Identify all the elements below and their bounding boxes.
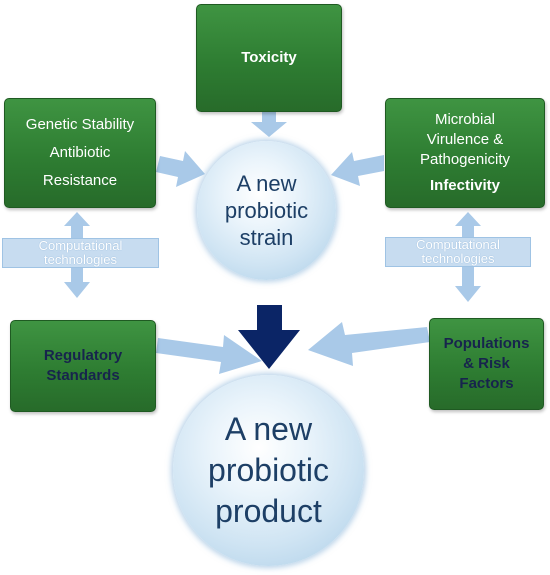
technologies-label: technologies [44,252,117,267]
pathogenicity-label: Pathogenicity [419,151,511,168]
standards-label: Standards [46,367,120,384]
genetic-stability-label: Genetic Stability [25,116,135,133]
risk-label: & Risk [463,355,510,372]
microbial-label: Microbial [434,111,495,128]
new-probiotic-product-circle: A new probiotic product [173,375,364,566]
strain-line-1: A new [236,171,297,196]
arrow-regulatory-to-product [156,335,262,374]
product-line-1: A new [224,411,313,447]
populations-label: Populations [443,335,530,352]
arrow-toxicity-to-strain [251,112,287,137]
strain-line-3: strain [239,225,294,250]
technologies-label: technologies [421,251,495,266]
antibiotic-label: Antibiotic [49,144,111,161]
toxicity-label: Toxicity [241,49,297,66]
regulatory-label: Regulatory [43,347,123,364]
virulence-label: Virulence & [426,131,504,148]
computational-technologies-bar-right: Computational technologies [385,237,531,267]
computational-technologies-bar-left: Computational technologies [2,238,159,268]
factors-label: Factors [459,375,514,392]
infectivity-label: Infectivity [429,177,501,194]
computational-label: Computational [416,237,500,252]
resistance-label: Resistance [42,172,118,189]
microbial-virulence-box: Microbial Virulence & Pathogenicity Infe… [385,98,545,208]
arrow-genetic-to-strain [156,151,205,187]
toxicity-box: Toxicity [196,4,342,112]
populations-risk-box: Populations & Risk Factors [429,318,544,410]
arrow-microbial-to-strain [331,152,384,186]
computational-label: Computational [38,238,123,253]
product-line-3: product [215,493,322,529]
product-line-2: probiotic [208,452,329,488]
arrow-strain-to-product [238,305,300,369]
strain-line-2: probiotic [224,198,309,223]
regulatory-standards-box: Regulatory Standards [10,320,156,412]
new-probiotic-strain-circle: A new probiotic strain [197,141,336,280]
arrow-populations-to-product [308,322,430,366]
genetic-stability-box: Genetic Stability Antibiotic Resistance [4,98,156,208]
